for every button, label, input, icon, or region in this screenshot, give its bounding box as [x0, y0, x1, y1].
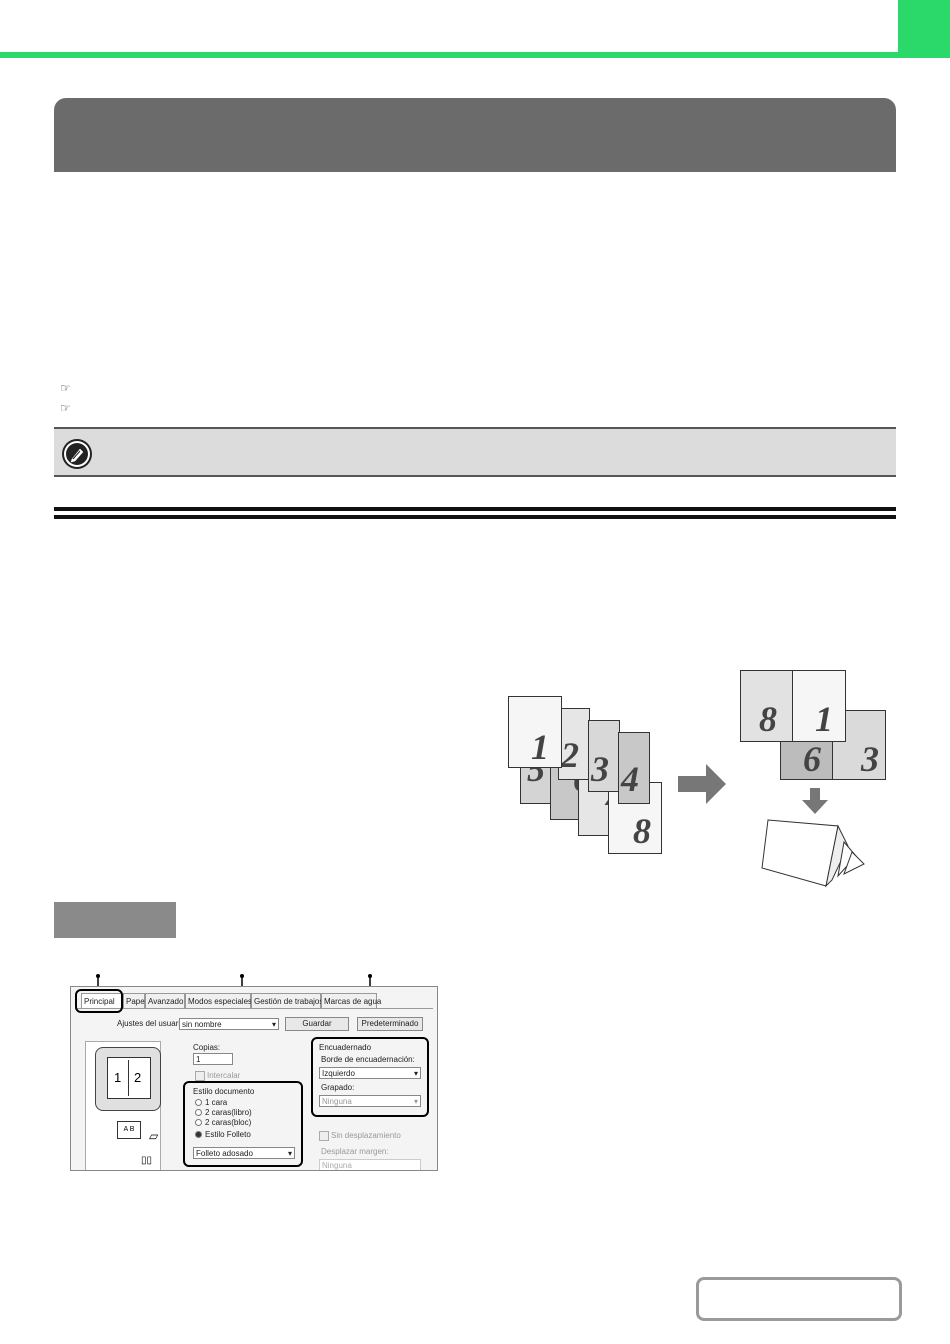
binding-edge-label: Borde de encuadernación:	[321, 1055, 415, 1064]
arrow-down-icon	[802, 788, 828, 814]
pencil-note-icon	[62, 439, 92, 469]
booklet-type-value: Folleto adosado	[196, 1149, 253, 1158]
no-offset-checkbox[interactable]	[319, 1131, 329, 1141]
preview-fold-line	[128, 1060, 129, 1096]
binding-label: Encuadernado	[319, 1043, 372, 1052]
collate-checkbox[interactable]	[195, 1071, 205, 1081]
save-button[interactable]: Guardar	[285, 1017, 349, 1031]
page-1: 1	[508, 696, 562, 768]
page-tab-block	[898, 0, 950, 52]
folded-booklet-icon	[761, 819, 865, 888]
option-2-caras-libro: 2 caras(libro)	[205, 1108, 252, 1117]
paper-stack-icon: ▱	[149, 1129, 159, 1143]
radio-2-caras-bloc[interactable]	[195, 1119, 202, 1126]
preview-page-1: 1	[114, 1070, 122, 1085]
default-button[interactable]: Predeterminado	[357, 1017, 423, 1031]
copies-label: Copias:	[193, 1043, 221, 1052]
user-settings-value: sin nombre	[182, 1020, 222, 1029]
margin-shift-label: Desplazar margen:	[321, 1147, 389, 1156]
staple-value: Ninguna	[322, 1097, 352, 1106]
user-settings-select[interactable]: sin nombre ▾	[179, 1018, 279, 1030]
contents-button[interactable]	[696, 1277, 902, 1321]
tab-marcas-agua[interactable]: Marcas de agua	[321, 993, 381, 1009]
document-style-label: Estilo documento	[193, 1087, 255, 1096]
note-box	[54, 427, 896, 477]
binding-edge-value: Izquierdo	[322, 1069, 355, 1078]
sheet-top-right: 1	[792, 670, 846, 742]
binding-edge-select[interactable]: Izquierdo ▾	[319, 1067, 421, 1079]
option-2-caras-bloc: 2 caras(bloc)	[205, 1118, 252, 1127]
sheet-top-left: 8	[740, 670, 794, 742]
top-accent-bar	[0, 52, 950, 58]
tab-modos-especiales[interactable]: Modos especiales	[185, 993, 252, 1009]
chevron-down-icon: ▾	[271, 1020, 276, 1029]
option-estilo-folleto: Estilo Folleto	[205, 1130, 251, 1139]
tab-avanzado[interactable]: Avanzado	[145, 993, 185, 1009]
chevron-down-icon: ▾	[287, 1149, 292, 1158]
radio-estilo-folleto[interactable]	[195, 1131, 202, 1138]
pointing-hand-icon[interactable]: ☞	[60, 401, 71, 415]
tab-divider	[75, 1008, 433, 1009]
tab-gestion-trabajos[interactable]: Gestión de trabajos	[251, 993, 323, 1009]
page-4: 4	[618, 732, 650, 804]
section-rule	[54, 507, 896, 511]
preview-page-2: 2	[134, 1070, 142, 1085]
chevron-down-icon: ▾	[413, 1097, 418, 1106]
printer-settings-dialog: Principal Papel Avanzado Modos especiale…	[70, 986, 438, 1171]
option-1-cara: 1 cara	[205, 1098, 228, 1107]
step-label-box	[54, 902, 176, 938]
callout-box-principal-tab	[75, 989, 123, 1013]
radio-2-caras-libro[interactable]	[195, 1109, 202, 1116]
booklet-diagram: 5 6 7 8 1 2 3 4 8 1 6 3	[500, 660, 900, 900]
callout-box-binding	[311, 1037, 429, 1117]
user-settings-label: Ajustes del usuario:	[117, 1019, 187, 1028]
staple-select[interactable]: Ninguna ▾	[319, 1095, 421, 1107]
section-title-banner	[54, 98, 896, 172]
paper-tray-icon: ▯▯	[141, 1155, 153, 1166]
booklet-icon: A B	[117, 1121, 141, 1139]
margin-shift-value: Ninguna	[322, 1161, 352, 1170]
preview-page-pair: 1 2	[107, 1057, 151, 1099]
booklet-type-select[interactable]: Folleto adosado ▾	[193, 1147, 295, 1159]
copies-stepper[interactable]: 1	[193, 1053, 233, 1065]
chevron-down-icon: ▾	[413, 1069, 418, 1078]
radio-1-cara[interactable]	[195, 1099, 202, 1106]
collate-label: Intercalar	[207, 1071, 241, 1080]
staple-label: Grapado:	[321, 1083, 355, 1092]
section-rule	[54, 515, 896, 519]
no-offset-label: Sin desplazamiento	[331, 1131, 401, 1140]
page-3: 3	[588, 720, 620, 792]
callout-box-document-style	[183, 1081, 303, 1167]
page-2: 2	[558, 708, 590, 780]
pointing-hand-icon[interactable]: ☞	[60, 381, 71, 395]
arrow-right-icon	[678, 764, 726, 804]
margin-shift-select[interactable]: Ninguna	[319, 1159, 421, 1170]
tab-papel[interactable]: Papel	[123, 993, 146, 1009]
